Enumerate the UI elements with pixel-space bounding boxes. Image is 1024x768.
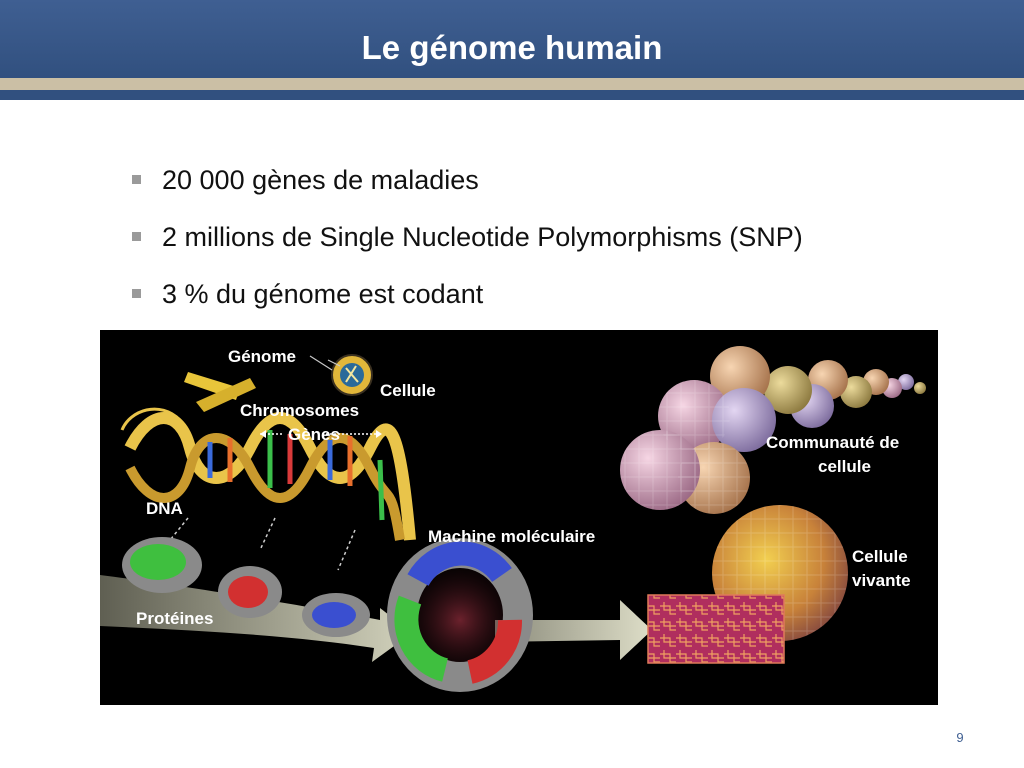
title-bar (0, 0, 1024, 78)
bullet-text: 3 % du génome est codant (162, 279, 484, 309)
title-underline (0, 90, 1024, 100)
genome-illustration-svg: Génome Cellule Chromosomes Gènes DNA Pro… (100, 346, 926, 692)
label-proteines: Protéines (136, 609, 213, 628)
title-stripe (0, 78, 1024, 90)
bullet-text: 2 millions de Single Nucleotide Polymorp… (162, 222, 803, 252)
process-arrow (100, 575, 412, 662)
label-genome: Génome (228, 347, 296, 366)
cell-community-icon (620, 346, 926, 514)
label-communaute-line2: cellule (818, 457, 871, 476)
pointer-lines (165, 517, 356, 571)
label-machine-moleculaire: Machine moléculaire (428, 527, 595, 546)
chromosome-icon (184, 372, 256, 412)
label-cellule: Cellule (380, 381, 436, 400)
bullet-item: 20 000 gènes de maladies (130, 162, 803, 219)
molecular-machine-icon (387, 538, 533, 692)
square-bullet-icon (132, 289, 141, 298)
square-bullet-icon (132, 175, 141, 184)
protein-red-icon (218, 566, 282, 618)
label-chromosomes: Chromosomes (240, 401, 359, 420)
genome-illustration: Génome Cellule Chromosomes Gènes DNA Pro… (100, 330, 938, 705)
label-genes: Gènes (288, 425, 340, 444)
bullet-item: 3 % du génome est codant (130, 276, 803, 333)
protein-green-icon (122, 537, 202, 593)
protein-blue-icon (302, 593, 370, 637)
square-bullet-icon (132, 232, 141, 241)
bullet-list: 20 000 gènes de maladies 2 millions de S… (130, 162, 803, 333)
cell-icon (331, 354, 373, 396)
label-vivante-line1: Cellule (852, 547, 908, 566)
living-cell-icon (647, 505, 848, 664)
process-arrow (495, 600, 652, 660)
label-dna: DNA (146, 499, 183, 518)
page-number: 9 (956, 730, 964, 745)
label-vivante-line2: vivante (852, 571, 911, 590)
bullet-item: 2 millions de Single Nucleotide Polymorp… (130, 219, 803, 276)
bullet-text: 20 000 gènes de maladies (162, 165, 479, 195)
label-communaute-line1: Communauté de (766, 433, 899, 452)
dna-helix-icon (120, 407, 416, 541)
zoom-connector (309, 355, 341, 371)
slide-title: Le génome humain (361, 29, 663, 66)
